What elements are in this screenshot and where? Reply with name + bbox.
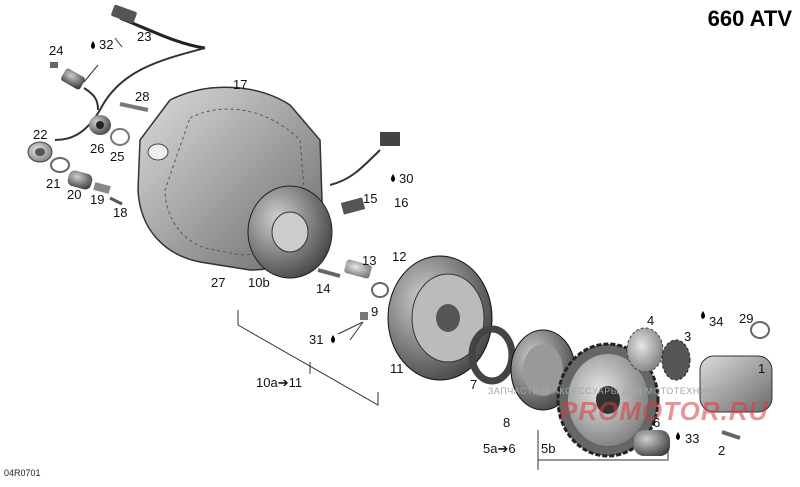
callout-25: 25	[110, 149, 125, 164]
callout-30: 30	[399, 171, 414, 186]
callout-12: 12	[392, 249, 407, 264]
callout-1: 1	[758, 361, 766, 376]
callout-21: 21	[46, 176, 61, 191]
diagram-code: 04R0701	[4, 468, 41, 478]
wire-harness	[54, 4, 206, 141]
watermark-logo: PROMOTOR.RU	[560, 396, 769, 426]
leader-lines	[83, 37, 364, 341]
callout-10a-11: 10a➔11	[256, 375, 303, 390]
speed-sensor	[50, 62, 99, 111]
bolts	[317, 259, 389, 320]
bearing-ring	[468, 325, 516, 385]
callout-19: 19	[90, 192, 105, 207]
callout-10b: 10b	[248, 275, 270, 290]
callout-5b: 5b	[541, 441, 556, 456]
model-title: 660 ATV	[707, 6, 792, 31]
stator	[247, 132, 400, 279]
left-small-parts	[27, 102, 149, 206]
callout-20: 20	[67, 187, 82, 202]
callout-2: 2	[718, 443, 726, 458]
callout-9: 9	[371, 304, 379, 319]
callout-18: 18	[113, 205, 128, 220]
rotor-flywheel	[387, 255, 493, 381]
callout-26: 26	[90, 141, 105, 156]
callout-34: 34	[709, 314, 724, 329]
callout-24: 24	[49, 43, 64, 58]
callout-4: 4	[647, 313, 655, 328]
callout-32: 32	[99, 37, 114, 52]
callout-7: 7	[470, 377, 478, 392]
group-bracket-10a	[237, 310, 379, 406]
callout-28: 28	[135, 89, 150, 104]
idler-gears	[626, 327, 691, 381]
callout-17: 17	[233, 77, 248, 92]
callout-31: 31	[309, 332, 324, 347]
callout-15: 15	[363, 191, 378, 206]
starter-motor	[699, 321, 773, 440]
watermark-text: ЗАПЧАСТИ И АКСЕССУАРЫ ДЛЯ МОТОТЕХНИКИ	[488, 386, 720, 396]
callout-23: 23	[137, 29, 152, 44]
bushing	[634, 430, 670, 456]
callout-29: 29	[739, 311, 754, 326]
callout-22: 22	[33, 127, 48, 142]
callout-33: 33	[685, 431, 700, 446]
callout-3: 3	[684, 329, 692, 344]
callout-14: 14	[316, 281, 331, 296]
starter-gear	[556, 342, 660, 458]
callout-8: 8	[503, 415, 511, 430]
callout-27: 27	[211, 275, 226, 290]
callout-13: 13	[362, 253, 377, 268]
callout-6: 6	[653, 415, 661, 430]
callout-16: 16	[394, 195, 409, 210]
lubricant-drop-icons	[91, 41, 705, 440]
callout-11: 11	[390, 361, 404, 376]
group-bracket-5a	[537, 430, 669, 470]
callout-5a-6: 5a➔6	[483, 441, 516, 456]
